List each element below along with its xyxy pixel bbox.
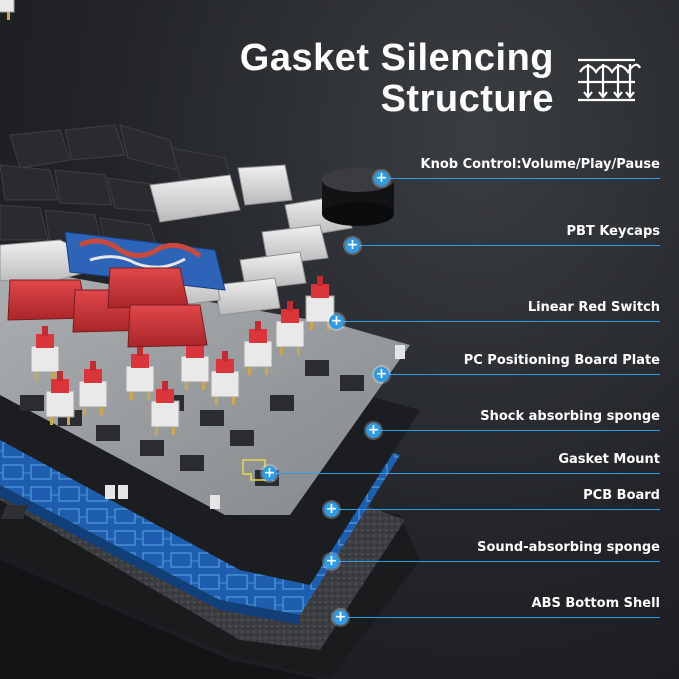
callout-line-keycaps [360, 245, 660, 246]
plus-icon: + [366, 422, 381, 438]
callout-label-shell: ABS Bottom Shell [531, 596, 660, 611]
callout-label-switch: Linear Red Switch [527, 300, 660, 315]
callout-label-sound-sponge: Sound-absorbing sponge [477, 540, 660, 555]
artisan-keycap [64, 231, 226, 291]
page-title-line2: Structure [380, 78, 554, 120]
callout-line-plate [389, 374, 660, 375]
page-title-line1: Gasket Silencing [239, 37, 554, 79]
callout-line-shell [348, 617, 660, 618]
plus-icon: + [324, 553, 339, 569]
callout-line-switch [344, 321, 660, 322]
callout-label-gasket: Gasket Mount [558, 452, 660, 467]
plus-icon: + [333, 609, 348, 625]
plus-icon: + [324, 501, 339, 517]
callout-label-pcb: PCB Board [583, 488, 660, 503]
callout-line-pcb [339, 509, 660, 510]
plus-icon: + [262, 465, 277, 481]
callout-label-knob: Knob Control:Volume/Play/Pause [420, 157, 660, 172]
pbt-keycaps [0, 124, 353, 348]
plus-icon: + [374, 366, 389, 382]
callout-line-sound-sponge [339, 561, 660, 562]
red-switches [0, 0, 335, 436]
plus-icon: + [345, 237, 360, 253]
callout-label-keycaps: PBT Keycaps [566, 224, 661, 239]
callout-label-shock-sponge: Shock absorbing sponge [480, 409, 660, 424]
plus-icon: + [374, 170, 389, 186]
callout-line-knob [389, 178, 660, 179]
callout-label-plate: PC Positioning Board Plate [463, 353, 660, 368]
callout-line-shock-sponge [381, 430, 660, 431]
plus-icon: + [329, 313, 344, 329]
gasket-structure-icon [578, 58, 641, 102]
callout-line-gasket [277, 473, 660, 474]
